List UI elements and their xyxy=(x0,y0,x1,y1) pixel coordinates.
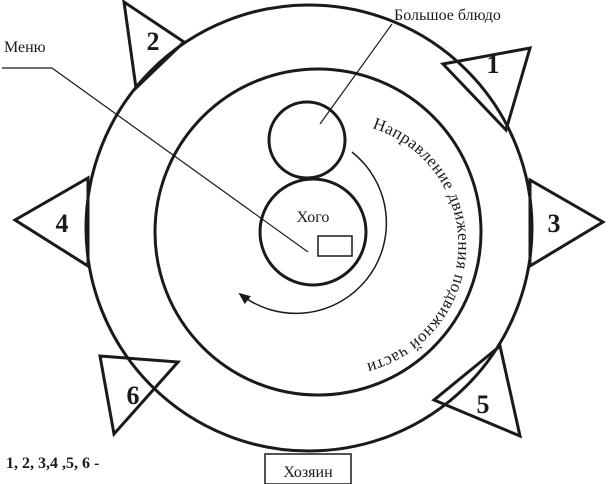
direction-label: Направление движения подвижной части xyxy=(365,114,474,378)
seat-4-triangle xyxy=(12,175,90,269)
seat-1-triangle xyxy=(439,46,533,133)
seat-number-5: 5 xyxy=(477,390,490,419)
seat-number-6: 6 xyxy=(127,381,140,410)
seat-number-3: 3 xyxy=(548,209,561,238)
menu-leader-line xyxy=(2,67,309,253)
menu-label: Меню xyxy=(4,39,46,56)
big-dish-leader-line xyxy=(319,23,393,125)
rotation-direction-arrow xyxy=(238,151,388,315)
seat-number-2: 2 xyxy=(147,27,160,56)
seat-5-triangle xyxy=(431,343,523,439)
legend-text: 1, 2, 3,4 ,5, 6 - xyxy=(6,455,99,472)
seat-2-triangle xyxy=(122,0,187,92)
big-dish-label: Большое блюдо xyxy=(394,7,501,24)
seat-6-triangle xyxy=(98,354,182,438)
host-label: Хозяин xyxy=(283,464,333,481)
rotating-part-circle xyxy=(153,67,483,397)
menu-card xyxy=(317,235,353,257)
seat-number-1: 1 xyxy=(487,50,500,79)
host-box xyxy=(264,453,352,484)
outer-table-circle xyxy=(84,3,534,453)
seat-number-4: 4 xyxy=(56,209,69,238)
hogo-label: Хого xyxy=(297,209,330,226)
seat-3-triangle xyxy=(528,177,606,269)
hogo-circle xyxy=(258,177,368,287)
big-dish-circle xyxy=(267,100,347,180)
